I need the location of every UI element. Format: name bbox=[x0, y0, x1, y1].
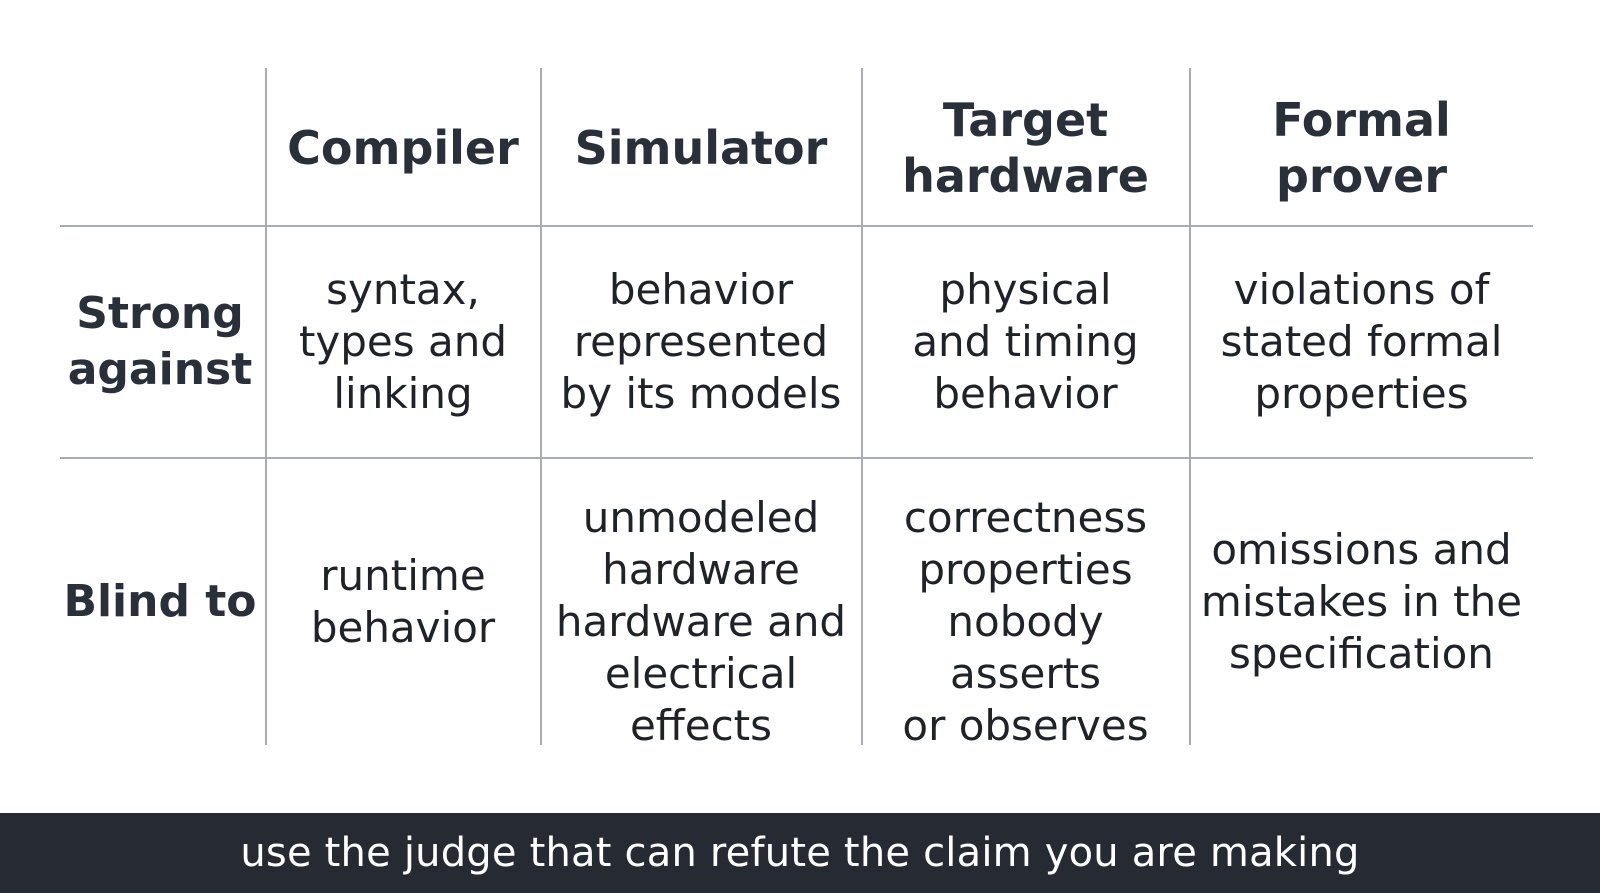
table-cell: omissions and mistakes in the specificat… bbox=[1190, 459, 1533, 745]
table-cell: runtime behavior bbox=[266, 459, 540, 745]
row-header-label: Blind to bbox=[63, 576, 257, 627]
column-divider-line bbox=[1189, 68, 1191, 745]
row-divider-line bbox=[60, 457, 1533, 459]
column-header-formal-prover: Formal prover bbox=[1190, 70, 1533, 225]
table-cell: physical and timing behavior bbox=[862, 227, 1189, 457]
table-cell: unmodeled hardware hardware and electric… bbox=[541, 492, 861, 752]
cell-text: correctness properties nobody asserts or… bbox=[902, 493, 1149, 750]
cell-text: unmodeled hardware hardware and electric… bbox=[555, 493, 847, 750]
column-header-label: Compiler bbox=[287, 120, 519, 175]
column-divider-line bbox=[861, 68, 863, 745]
caption-text: use the judge that can refute the claim … bbox=[240, 830, 1360, 876]
cell-text: violations of stated formal properties bbox=[1220, 265, 1503, 418]
row-header-strong-against: Strong against bbox=[55, 227, 265, 457]
table-cell: violations of stated formal properties bbox=[1190, 227, 1533, 457]
column-header-simulator: Simulator bbox=[541, 70, 861, 225]
column-header-label: Simulator bbox=[574, 120, 828, 175]
table-cell: syntax, types and linking bbox=[266, 227, 540, 457]
column-divider-line bbox=[540, 68, 542, 745]
cell-text: omissions and mistakes in the specificat… bbox=[1200, 525, 1523, 678]
header-divider-line bbox=[60, 225, 1533, 227]
cell-text: syntax, types and linking bbox=[298, 265, 508, 418]
column-header-label: Formal prover bbox=[1272, 92, 1451, 203]
column-header-label: Target hardware bbox=[902, 92, 1149, 203]
table-cell: correctness properties nobody asserts or… bbox=[862, 492, 1189, 752]
column-header-target-hardware: Target hardware bbox=[862, 70, 1189, 225]
cell-text: physical and timing behavior bbox=[912, 265, 1139, 418]
caption-bar: use the judge that can refute the claim … bbox=[0, 813, 1600, 893]
cell-text: behavior represented by its models bbox=[560, 265, 842, 418]
column-header-compiler: Compiler bbox=[266, 70, 540, 225]
column-divider-line bbox=[265, 68, 267, 745]
row-header-blind-to: Blind to bbox=[55, 459, 265, 745]
cell-text: runtime behavior bbox=[310, 551, 496, 652]
table-cell: behavior represented by its models bbox=[541, 227, 861, 457]
row-header-label: Strong against bbox=[67, 288, 253, 395]
